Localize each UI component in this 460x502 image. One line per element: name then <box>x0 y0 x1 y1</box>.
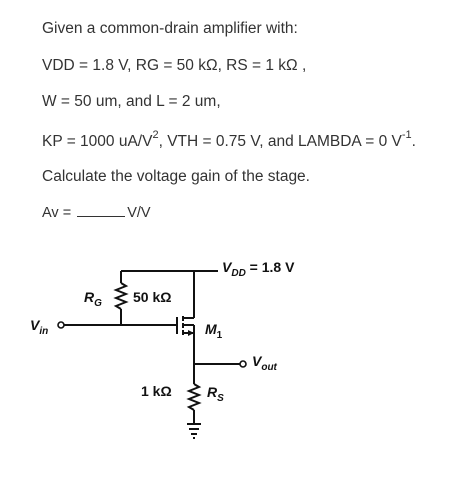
kp-text: KP = 1000 uA/V <box>42 133 153 151</box>
vout-terminal <box>239 360 247 368</box>
problem-dimensions: W = 50 um, and L = 2 um, <box>42 93 221 110</box>
answer-unit: V/V <box>127 205 151 221</box>
params-end: . <box>411 133 416 151</box>
problem-supply-resistors: VDD = 1.8 V, RG = 50 kΩ, RS = 1 kΩ , <box>42 57 307 74</box>
answer-prefix: Av = <box>42 205 76 221</box>
vin-label: Vin <box>30 317 48 337</box>
kp-exponent: 2 <box>152 129 159 141</box>
problem-device-params: KP = 1000 uA/V2, VTH = 0.75 V, and LAMBD… <box>42 129 416 151</box>
problem-question: Calculate the voltage gain of the stage. <box>42 168 310 185</box>
rs-value: 1 kΩ <box>141 383 172 399</box>
rs-resistor <box>186 383 202 411</box>
rg-value: 50 kΩ <box>133 289 171 305</box>
rg-label: RG <box>84 289 102 309</box>
problem-intro: Given a common-drain amplifier with: <box>42 20 298 37</box>
vout-label: Vout <box>252 353 278 373</box>
rg-resistor <box>113 282 129 310</box>
lambda-exponent: -1 <box>401 129 412 141</box>
vth-lambda-text: , VTH = 0.75 V, and LAMBDA = 0 V <box>158 133 402 151</box>
source-arrow-icon <box>188 330 194 336</box>
vin-terminal <box>57 321 65 329</box>
m1-label: M1 <box>205 321 223 341</box>
answer-blank[interactable] <box>77 204 126 217</box>
rs-label: RS <box>207 384 224 404</box>
answer-line: Av = V/V <box>42 204 151 221</box>
vdd-label: VDD = 1.8 V <box>222 259 295 279</box>
